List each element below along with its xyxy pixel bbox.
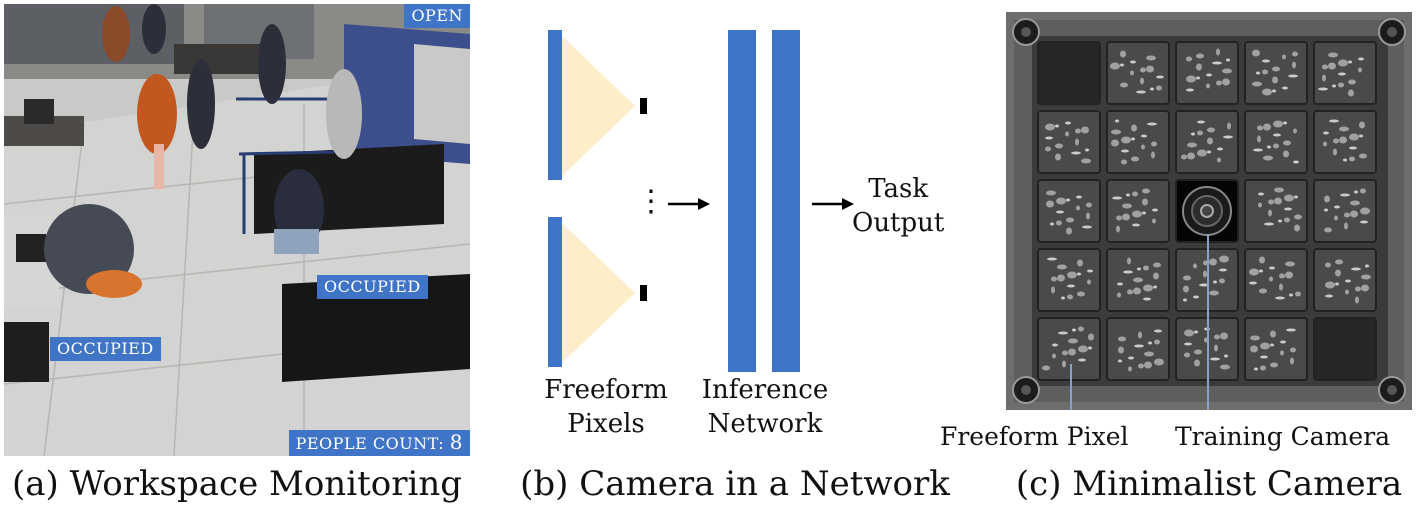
pixel-cone-2 — [562, 223, 635, 363]
freeform-pixel-cell — [1313, 179, 1377, 243]
freeform-pixel-cell — [1244, 317, 1308, 381]
freeform-pixel-cell — [1037, 41, 1101, 105]
task-output-line2: Output — [852, 208, 945, 238]
freeform-pixel-cell — [1106, 110, 1170, 174]
network-layer-1 — [728, 30, 756, 372]
freeform-pixel-cell — [1313, 317, 1377, 381]
freeform-pixel-cell — [1175, 110, 1239, 174]
occupied-badge-couch: OCCUPIED — [317, 275, 428, 299]
minimalist-camera-photo — [1006, 12, 1412, 410]
freeform-pixel-cell — [1037, 248, 1101, 312]
occupied-badge-desk: OCCUPIED — [50, 337, 161, 361]
freeform-pixel-cell — [1313, 110, 1377, 174]
inference-network-label: Inference Network — [698, 373, 832, 441]
people-count-badge: PEOPLE COUNT: 8 — [288, 430, 470, 456]
freeform-pixel-cell — [1106, 179, 1170, 243]
pixel-output-2 — [640, 285, 647, 301]
inference-network-line1: Inference — [701, 375, 829, 405]
network-diagram — [530, 20, 970, 380]
open-badge: OPEN — [404, 4, 470, 28]
pixel-output-1 — [640, 98, 647, 114]
freeform-pixel-cell — [1244, 41, 1308, 105]
freeform-pixel-cell — [1244, 110, 1308, 174]
caption-b: (b) Camera in a Network — [520, 464, 950, 504]
board-screws — [1012, 18, 1406, 404]
freeform-pixel-cell — [1106, 41, 1170, 105]
camera-board — [1006, 12, 1412, 410]
ellipsis: ⋮ — [636, 184, 666, 219]
workspace-photo: OPEN OCCUPIED OCCUPIED PEOPLE COUNT: 8 — [4, 4, 470, 456]
arrow-to-output-head — [842, 198, 854, 210]
freeform-pixel-cell — [1244, 248, 1308, 312]
pixel-cone-1 — [562, 36, 635, 176]
freeform-pixels-label: Freeform Pixels — [540, 373, 672, 441]
freeform-pixel-label: Freeform Pixel — [940, 422, 1129, 451]
network-svg — [548, 30, 854, 372]
network-layer-2 — [772, 30, 800, 372]
freeform-pixels-line1: Freeform — [544, 375, 668, 405]
freeform-pixel-cell — [1175, 41, 1239, 105]
training-camera-cell — [1175, 179, 1239, 243]
arrow-to-network-head — [698, 198, 710, 210]
task-output-line1: Task — [868, 174, 929, 204]
freeform-pixel-cell — [1106, 248, 1170, 312]
caption-c: (c) Minimalist Camera — [1015, 464, 1403, 504]
freeform-pixel-cell — [1106, 317, 1170, 381]
freeform-pixel-cell — [1244, 179, 1308, 243]
task-output-label: Task Output — [852, 172, 944, 240]
freeform-pixel-cell — [1037, 179, 1101, 243]
pixel-sensor-bar-2 — [548, 217, 562, 367]
freeform-pixel-cell — [1037, 110, 1101, 174]
people-count-label: PEOPLE COUNT: — [295, 434, 445, 453]
freeform-pixel-cell — [1313, 248, 1377, 312]
freeform-pixels-line2: Pixels — [567, 409, 645, 439]
caption-a: (a) Workspace Monitoring — [11, 464, 462, 504]
freeform-pixel-cell — [1313, 41, 1377, 105]
training-camera-label: Training Camera — [1175, 422, 1391, 451]
workspace-scene — [4, 4, 470, 456]
freeform-pixel-cell — [1037, 317, 1101, 381]
pixel-sensor-bar-1 — [548, 30, 562, 180]
people-count-value: 8 — [449, 430, 463, 454]
inference-network-line2: Network — [707, 409, 823, 439]
